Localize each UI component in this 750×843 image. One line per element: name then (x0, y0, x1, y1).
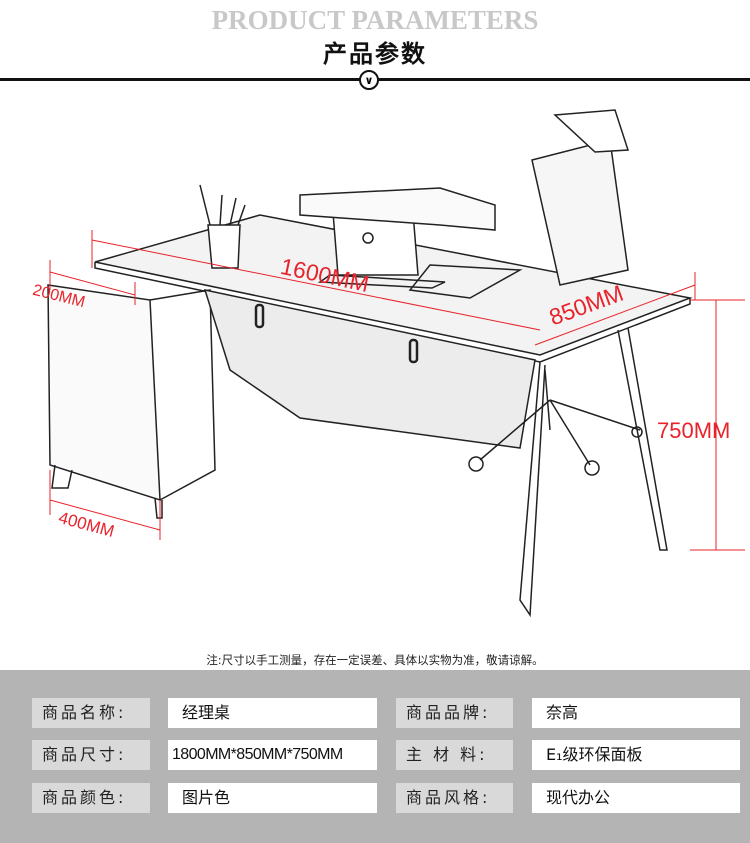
measurement-note: 注:尺寸以手工测量，存在一定误差、具体以实物为准，敬请谅解。 (206, 653, 544, 667)
spec-value-size: 1800MM*850MM*750MM (168, 740, 377, 770)
spec-label-color: 商品颜色: (32, 783, 150, 813)
title-english: PRODUCT PARAMETERS (211, 5, 539, 35)
spec-value-color: 图片色 (168, 783, 377, 813)
spec-label-style: 商品风格: (396, 783, 513, 813)
dimension-height: 750MM (657, 418, 731, 443)
spec-label-material: 主 材 料: (396, 740, 513, 770)
desk-illustration (47, 109, 745, 618)
spec-label-brand: 商品品牌: (396, 698, 513, 728)
spec-label-size: 商品尺寸: (32, 740, 150, 770)
chevron-down-icon: ∨ (359, 70, 379, 90)
spec-value-material: E₁级环保面板 (532, 740, 740, 770)
title-chinese: 产品参数 (323, 39, 427, 68)
spec-label-name: 商品名称: (32, 698, 150, 728)
spec-value-style: 现代办公 (532, 783, 740, 813)
spec-panel: 商品名称: 经理桌 商品品牌: 奈高 商品尺寸: 1800MM*850MM*75… (0, 670, 750, 843)
spec-value-brand: 奈高 (532, 698, 740, 728)
spec-value-name: 经理桌 (168, 698, 377, 728)
